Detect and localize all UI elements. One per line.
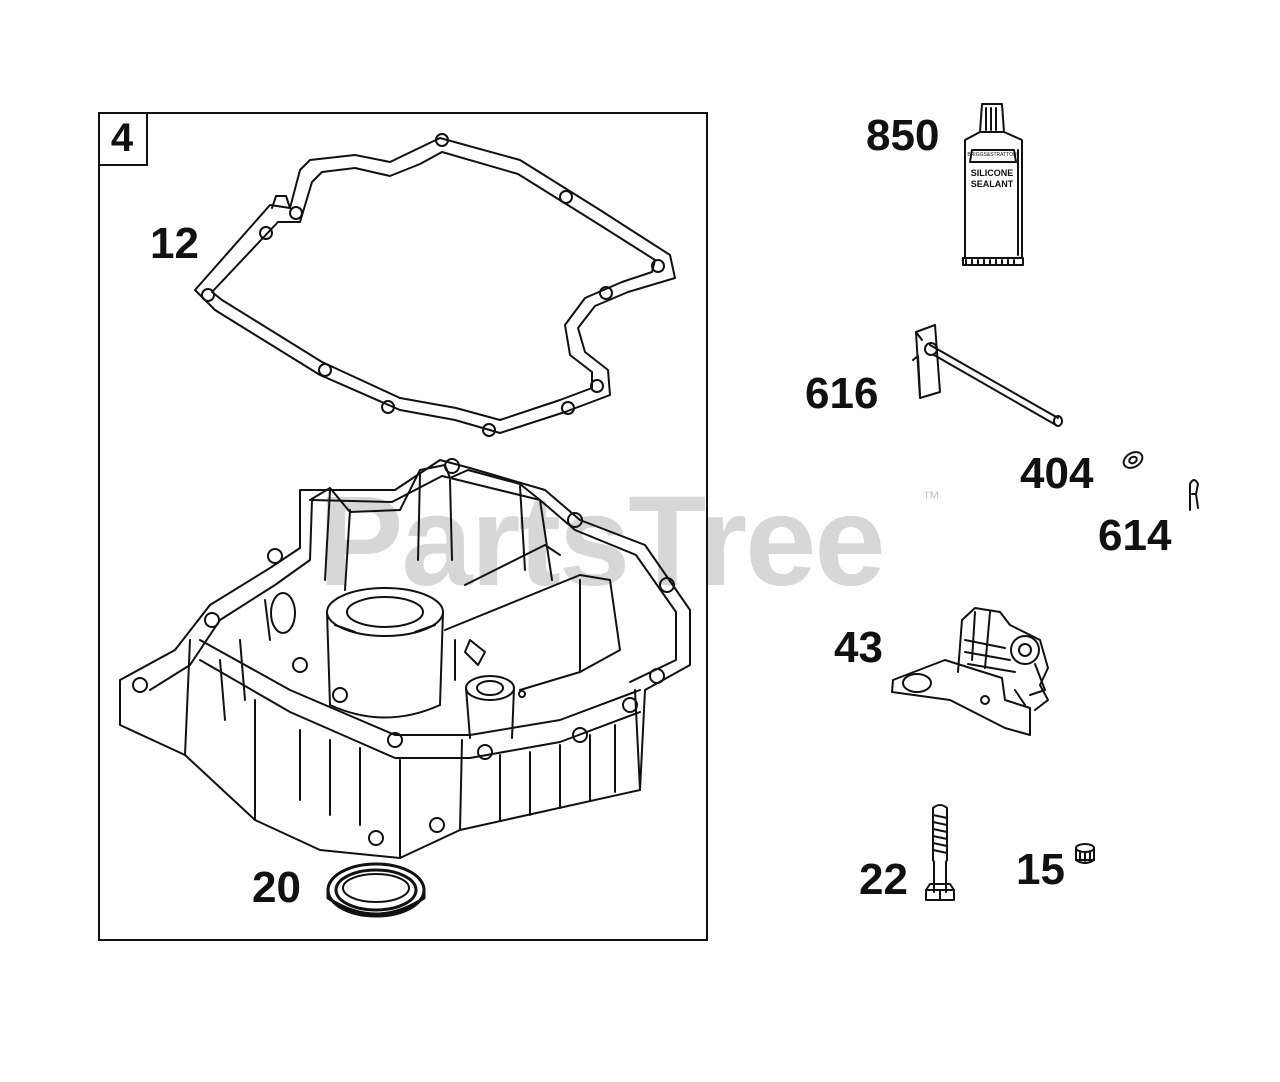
- tube-brand: BRIGGS&STRATTON: [967, 152, 1017, 158]
- kit-number[interactable]: 4: [98, 112, 148, 166]
- governor-drawing[interactable]: [891, 607, 1049, 736]
- callout-404[interactable]: 404: [1020, 449, 1094, 498]
- washer-drawing[interactable]: [1121, 449, 1145, 471]
- watermark-trademark: ™: [922, 488, 940, 508]
- oil-seal-drawing[interactable]: [326, 862, 426, 918]
- tube-label-line1: SILICONE: [970, 168, 1014, 178]
- plug-drawing[interactable]: [1075, 843, 1095, 864]
- callout-43[interactable]: 43: [834, 623, 883, 672]
- callout-850[interactable]: 850: [866, 111, 940, 160]
- governor-crank-drawing[interactable]: [912, 324, 1063, 427]
- sealant-tube-drawing[interactable]: [962, 103, 1024, 266]
- retainer-clip-drawing[interactable]: [1189, 479, 1199, 511]
- callout-12[interactable]: 12: [150, 219, 199, 268]
- crankcase-sump-drawing: [119, 458, 691, 859]
- kit-frame: [98, 112, 708, 941]
- callout-616[interactable]: 616: [805, 369, 879, 418]
- tube-label: SILICONE SEALANT: [962, 168, 1022, 190]
- bolt-drawing[interactable]: [925, 804, 955, 901]
- callout-15[interactable]: 15: [1016, 845, 1065, 894]
- gasket-drawing[interactable]: [194, 133, 676, 437]
- callout-614[interactable]: 614: [1098, 511, 1172, 560]
- callout-20[interactable]: 20: [252, 863, 301, 912]
- callout-22[interactable]: 22: [859, 855, 908, 904]
- tube-label-line2: SEALANT: [970, 179, 1014, 189]
